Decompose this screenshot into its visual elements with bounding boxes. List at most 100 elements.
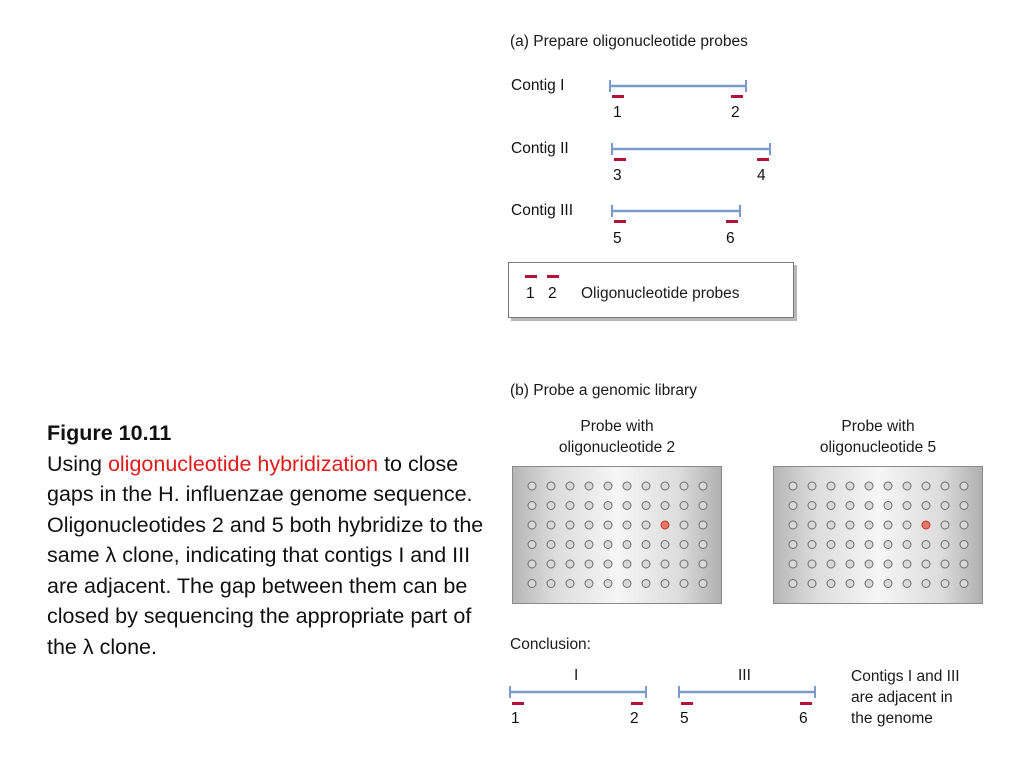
- plate-2-title-line1: Probe with: [841, 418, 915, 435]
- colony: [679, 520, 689, 530]
- colony: [698, 579, 708, 588]
- colony: [584, 501, 594, 510]
- colony: [660, 540, 670, 549]
- probe-legend: 1 2 Oligonucleotide probes: [508, 262, 794, 318]
- probe-5-number: 5: [613, 230, 622, 247]
- conclusion-contig-1-label: I: [574, 667, 579, 684]
- colony: [959, 520, 969, 530]
- colony: [883, 540, 893, 549]
- colony: [940, 481, 950, 491]
- plate-2-title: Probe with oligonucleotide 5: [773, 416, 983, 458]
- colony: [883, 559, 893, 569]
- caption-text-after: to close gaps in the H. influenzae genom…: [47, 451, 484, 659]
- colony: [679, 481, 689, 491]
- probe-4-mark: [757, 158, 769, 161]
- conclusion-note: Contigs I and III are adjacent in the ge…: [851, 666, 960, 729]
- conclusion-probe-1-number: 1: [511, 710, 520, 727]
- colony: [902, 481, 912, 491]
- colony: [845, 559, 855, 569]
- colony: [959, 481, 969, 491]
- colony: [940, 501, 950, 510]
- colony: [826, 579, 836, 588]
- colony: [527, 540, 537, 549]
- colony: [959, 501, 969, 510]
- caption-highlight: oligonucleotide hybridization: [107, 451, 379, 476]
- probe-4-number: 4: [757, 167, 766, 184]
- colony: [641, 520, 651, 530]
- colony: [546, 579, 556, 588]
- colony: [641, 540, 651, 549]
- conclusion-contig-3-line: [678, 686, 816, 698]
- panel-b-heading: (b) Probe a genomic library: [510, 382, 697, 399]
- hybridized-colony: [660, 520, 670, 530]
- contig-3-label: Contig III: [511, 202, 574, 219]
- colony: [826, 501, 836, 510]
- colony: [921, 559, 931, 569]
- contig-2-line: [611, 143, 771, 155]
- conclusion-probe-1-mark: [512, 702, 524, 705]
- colony: [641, 481, 651, 491]
- colony: [864, 559, 874, 569]
- conclusion-contig-3-label: III: [738, 667, 751, 684]
- colony: [826, 520, 836, 530]
- plate-2-colonies: [788, 481, 969, 588]
- colony: [807, 559, 817, 569]
- colony: [603, 559, 613, 569]
- colony: [807, 481, 817, 491]
- colony: [603, 481, 613, 491]
- probe-1-number: 1: [613, 104, 622, 121]
- colony: [883, 501, 893, 510]
- colony: [641, 579, 651, 588]
- colony: [622, 481, 632, 491]
- colony: [622, 559, 632, 569]
- probe-3-mark: [614, 158, 626, 161]
- colony: [679, 559, 689, 569]
- panel-a-heading: (a) Prepare oligonucleotide probes: [510, 33, 748, 50]
- colony: [603, 520, 613, 530]
- colony: [622, 540, 632, 549]
- colony: [864, 579, 874, 588]
- colony: [883, 520, 893, 530]
- probe-5-mark: [614, 220, 626, 223]
- colony: [940, 559, 950, 569]
- colony: [845, 501, 855, 510]
- colony: [826, 540, 836, 549]
- colony: [565, 559, 575, 569]
- colony: [698, 520, 708, 530]
- contig-2-label: Contig II: [511, 140, 569, 157]
- colony: [679, 540, 689, 549]
- colony: [845, 520, 855, 530]
- colony: [902, 579, 912, 588]
- colony: [660, 559, 670, 569]
- conclusion-probe-2-mark: [631, 702, 643, 705]
- colony: [641, 559, 651, 569]
- colony: [940, 579, 950, 588]
- plate-1-title-line1: Probe with: [580, 418, 654, 435]
- colony: [584, 481, 594, 491]
- legend-text: Oligonucleotide probes: [581, 285, 740, 302]
- colony: [807, 540, 817, 549]
- colony: [864, 540, 874, 549]
- colony: [660, 501, 670, 510]
- colony: [940, 540, 950, 549]
- colony: [921, 481, 931, 491]
- colony: [788, 579, 798, 588]
- probe-1-mark: [612, 95, 624, 98]
- conclusion-probe-6-mark: [800, 702, 812, 705]
- probe-2-mark: [731, 95, 743, 98]
- colony: [788, 559, 798, 569]
- contig-1-label: Contig I: [511, 77, 565, 94]
- colony: [527, 579, 537, 588]
- colony: [807, 501, 817, 510]
- colony: [622, 520, 632, 530]
- colony: [698, 559, 708, 569]
- contig-3-line: [611, 205, 741, 217]
- colony: [527, 520, 537, 530]
- colony: [660, 481, 670, 491]
- colony: [546, 520, 556, 530]
- conclusion-heading: Conclusion:: [510, 636, 591, 653]
- colony: [788, 540, 798, 549]
- contig-1-line: [609, 80, 747, 92]
- colony: [864, 520, 874, 530]
- colony: [527, 481, 537, 491]
